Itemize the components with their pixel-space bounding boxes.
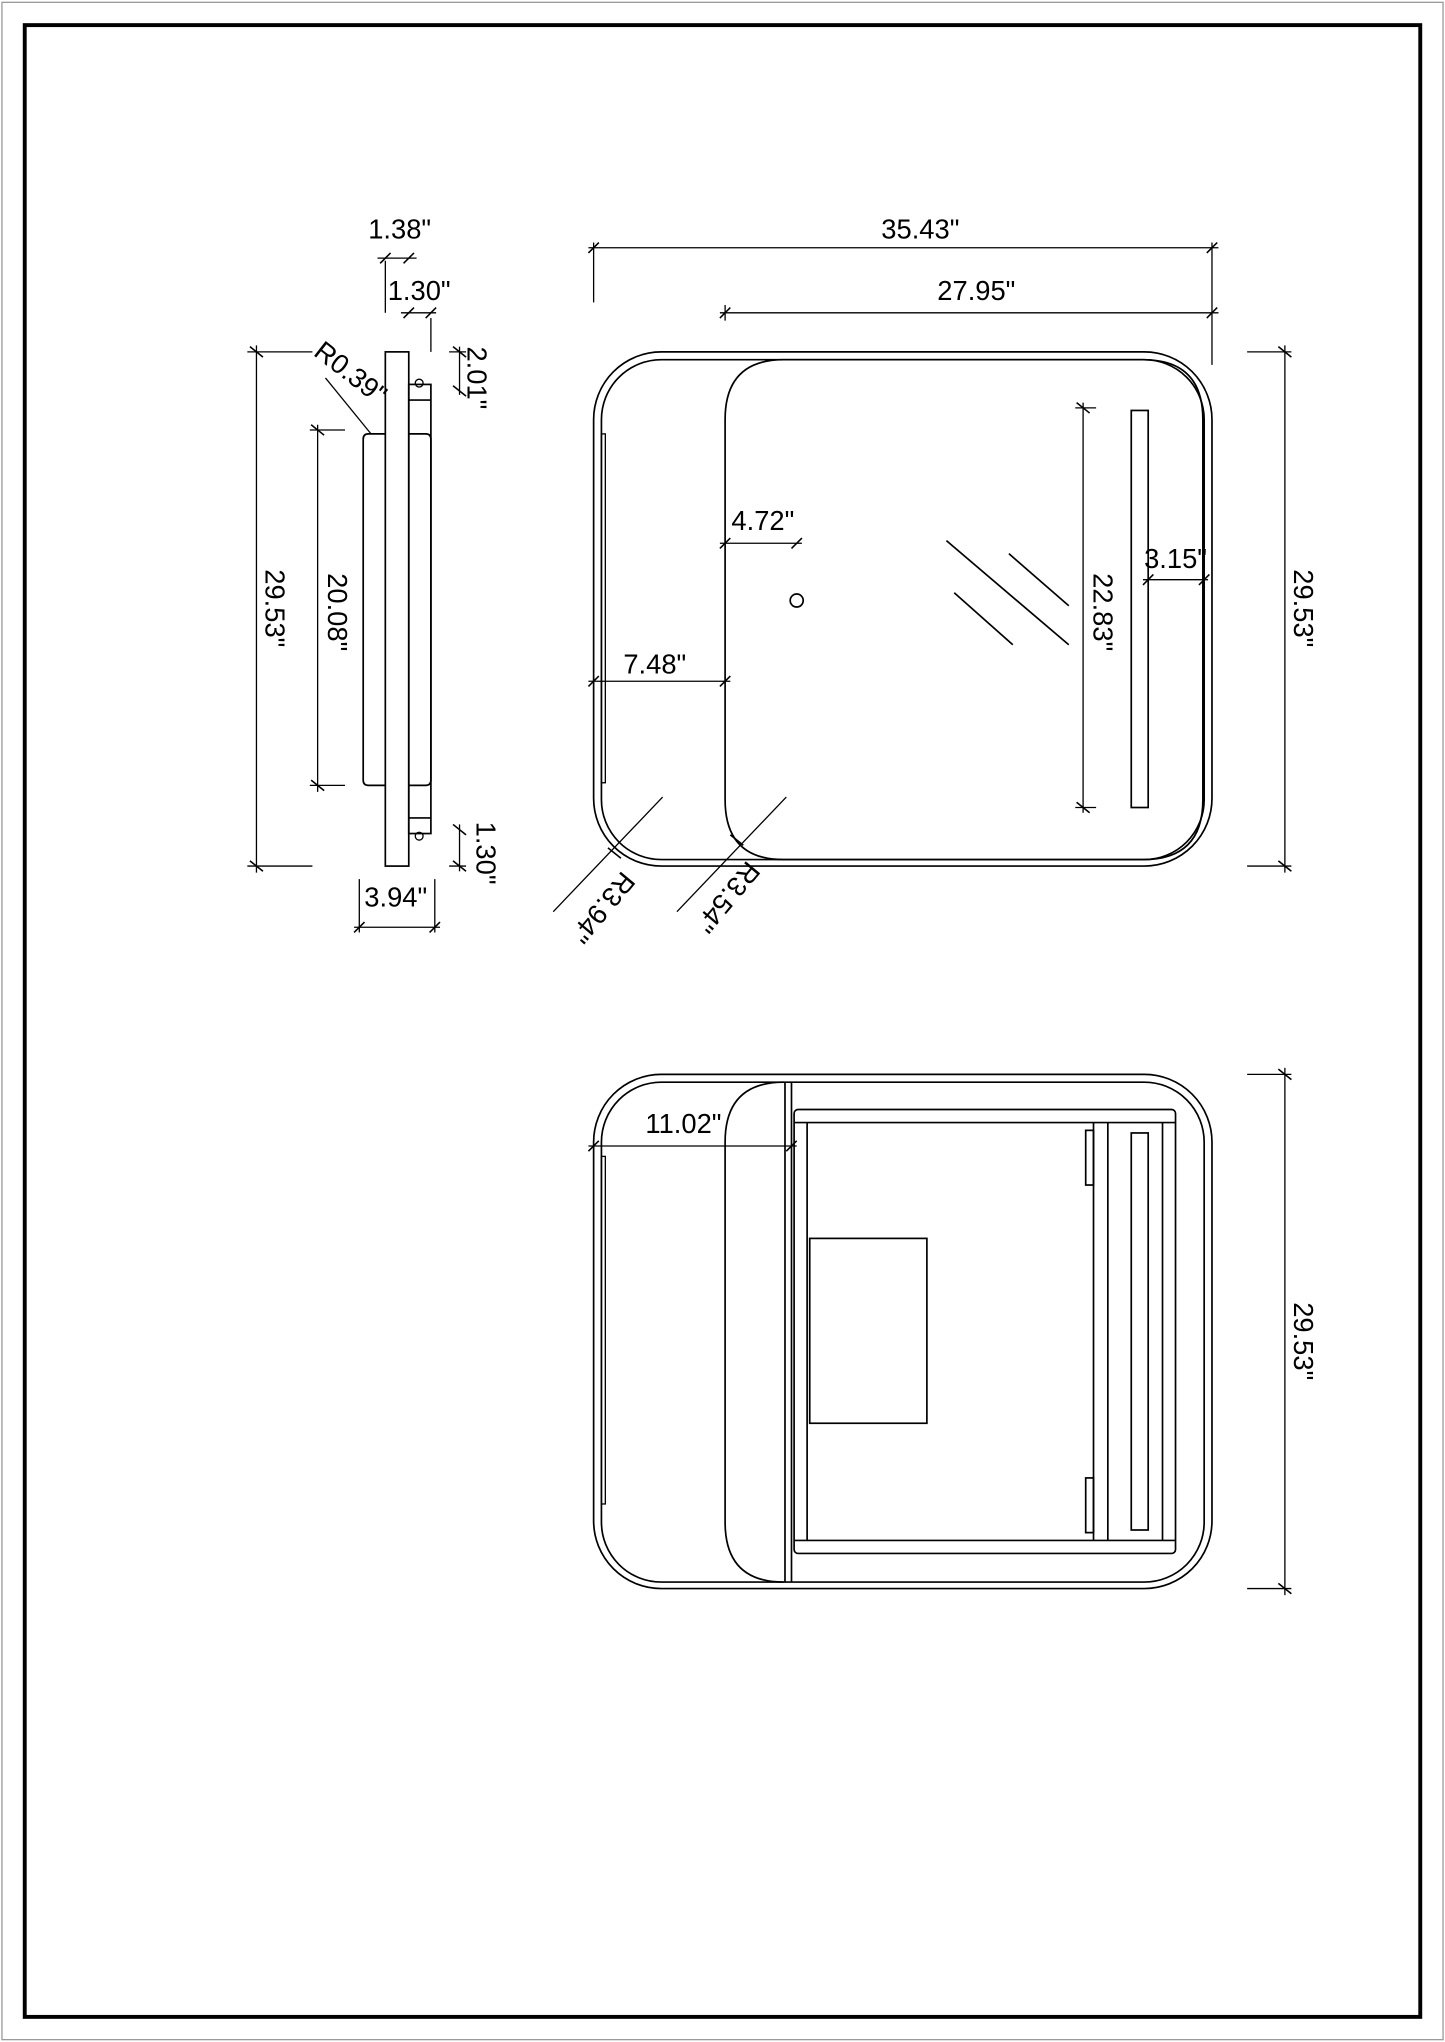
dim-label: 4.72"	[731, 505, 794, 536]
dim-label: R3.54"	[690, 856, 767, 939]
dim-label: 7.48"	[623, 648, 686, 679]
dim-label: 22.83"	[1088, 573, 1119, 651]
open-view: 11.02" 29.53"	[587, 1067, 1319, 1596]
dim-open-height: 29.53"	[1247, 1067, 1319, 1596]
dim-side-height: 29.53"	[247, 345, 313, 873]
interior-box	[808, 1237, 928, 1425]
led-strip	[1130, 409, 1150, 809]
dim-label: R3.94"	[565, 866, 642, 949]
dim-front-height: 29.53"	[1247, 345, 1319, 873]
dim-label: 1.30"	[470, 822, 501, 885]
dim-led-height: 22.83"	[1075, 402, 1119, 814]
dim-led-offset: 3.15"	[1142, 543, 1210, 586]
dim-label: 29.53"	[1288, 1302, 1319, 1380]
dim-sensor-offset: 4.72"	[719, 505, 803, 549]
shelf-frame	[793, 1108, 1177, 1555]
dim-label: 35.43"	[881, 214, 959, 245]
sensor	[789, 593, 805, 608]
dim-overall-width: 35.43"	[587, 214, 1219, 365]
dim-label: 3.15"	[1144, 543, 1207, 574]
dim-depth-b: 1.30"	[388, 275, 451, 352]
dim-door-width: 27.95"	[719, 275, 1219, 321]
dim-label: 3.94"	[364, 881, 427, 912]
dim-corner-radius: R0.39"	[309, 335, 393, 435]
inner-frame	[22, 23, 1423, 2019]
dim-label: 27.95"	[937, 275, 1015, 306]
dim-label: 29.53"	[1288, 569, 1319, 647]
front-view: 35.43" 27.95" 29.53" 22.83" 3.15"	[552, 214, 1319, 949]
dim-open-side-width: 11.02"	[587, 1108, 798, 1152]
dim-outer-radius: R3.94"	[552, 796, 664, 949]
dim-bottom-offset: 1.30"	[449, 822, 501, 885]
dim-top-offset: 2.01"	[449, 346, 492, 409]
dim-side-panel-width: 7.48"	[587, 648, 731, 687]
dim-door-radius: R3.54"	[676, 796, 787, 939]
dim-mirror-height: 20.08"	[309, 424, 353, 792]
dim-label: 2.01"	[461, 346, 492, 409]
dim-label: 11.02"	[645, 1108, 721, 1139]
dim-label: 1.38"	[368, 214, 431, 245]
side-view: 29.53" 20.08" R0.39" 1.38" 1.30"	[247, 214, 501, 934]
glass-reflection-lines	[945, 539, 1070, 646]
dim-label: R0.39"	[309, 335, 393, 410]
dim-label: 1.30"	[388, 275, 451, 306]
dim-total-depth: 3.94"	[353, 879, 441, 934]
dim-label: 20.08"	[322, 573, 353, 651]
dim-label: 29.53"	[260, 569, 291, 647]
dim-depth-a: 1.38"	[368, 214, 431, 313]
